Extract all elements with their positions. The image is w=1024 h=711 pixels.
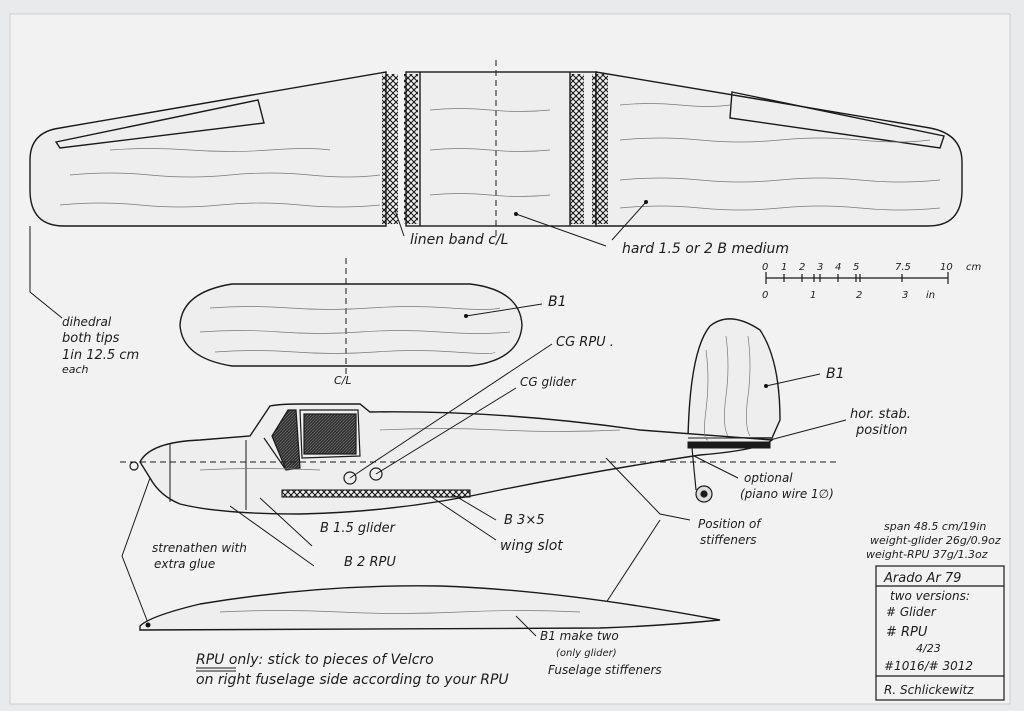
fin-b1-label: B1 — [826, 366, 845, 382]
svg-text:3: 3 — [902, 290, 908, 301]
cg-glider-mark-icon — [369, 467, 383, 481]
stabilizer-top-view — [179, 283, 523, 367]
optional-label: optional — [744, 471, 793, 485]
svg-text:7.5: 7.5 — [895, 262, 911, 273]
wing-grain — [59, 103, 941, 211]
svg-text:4: 4 — [835, 262, 841, 273]
fuselage-details — [120, 437, 840, 510]
rpu-note: RPU only: stick to pieces of Velcro — [196, 652, 434, 668]
dihedral-note: dihedral — [62, 315, 112, 329]
plan-date: 4/23 — [916, 642, 941, 655]
svg-text:5: 5 — [853, 262, 859, 273]
rpu-note-2: on right fuselage side according to your… — [196, 672, 509, 688]
cg-rpu-mark-icon — [343, 471, 357, 485]
fuselage-stiffener — [139, 585, 721, 631]
svg-text:0: 0 — [762, 262, 768, 273]
b2-rpu-label: B 2 RPU — [344, 555, 396, 570]
cg-rpu-label: CG RPU . — [556, 335, 614, 350]
scale-in-labels: 0 1 2 3 in — [762, 290, 935, 301]
scale-cm-labels: 0 1 2 3 4 5 7.5 10 cm — [762, 262, 981, 273]
span-spec: span 48.5 cm/19in — [884, 520, 986, 533]
dihedral-note-4: each — [62, 363, 89, 376]
svg-text:1: 1 — [781, 262, 787, 273]
svg-text:2: 2 — [799, 262, 805, 273]
wing-leaders — [29, 201, 647, 319]
hor-stab-position-label: position — [855, 423, 908, 438]
stab-b1-label: B1 — [548, 294, 567, 310]
side-leaders — [121, 343, 847, 629]
hor-stab-label: hor. stab. — [850, 407, 911, 422]
wing-slot-label: wing slot — [500, 538, 563, 554]
cg-glider-label: CG glider — [520, 375, 577, 389]
spinner-icon — [129, 461, 139, 471]
strengthen-label: strenathen with — [152, 541, 247, 555]
svg-text:cm: cm — [966, 262, 981, 273]
svg-text:in: in — [926, 290, 935, 301]
svg-text:0: 0 — [762, 290, 768, 301]
scale-bar — [765, 272, 949, 284]
version-rpu: # RPU — [886, 625, 928, 640]
linen-bands — [382, 74, 608, 224]
stiffeners-position-label: Position of — [698, 517, 762, 531]
weight-rpu-spec: weight-RPU 37g/1.3oz — [866, 548, 988, 561]
fuselage-stiffeners-label: Fuselage stiffeners — [548, 663, 662, 677]
linen-band-label: linen band c/L — [410, 232, 508, 248]
dihedral-note-3: 1in 12.5 cm — [62, 348, 139, 363]
version-glider: # Glider — [886, 605, 937, 619]
wing-slot — [281, 489, 471, 498]
model-name: Arado Ar 79 — [883, 571, 961, 586]
svg-text:2: 2 — [856, 290, 862, 301]
plan-number: #1016/# 3012 — [884, 659, 973, 673]
svg-text:3: 3 — [817, 262, 823, 273]
stab-cl-label: C/L — [334, 374, 352, 387]
extra-glue-label: extra glue — [154, 557, 215, 571]
svg-text:10: 10 — [940, 262, 953, 273]
title-block — [875, 565, 1005, 701]
dihedral-note-2: both tips — [62, 331, 120, 346]
canopy — [263, 409, 361, 471]
hard-balsa-label: hard 1.5 or 2 B medium — [622, 241, 789, 257]
only-glider-label: (only glider) — [556, 648, 617, 659]
piano-wire-label: (piano wire 1∅) — [740, 487, 834, 501]
tail-wheel-icon — [691, 447, 713, 503]
b15-glider-label: B 1.5 glider — [320, 521, 397, 536]
author-name: R. Schlickewitz — [884, 683, 974, 697]
b1-make-two-label: B1 make two — [540, 629, 619, 643]
versions-label: two versions: — [890, 589, 970, 603]
stiffeners-label: stiffeners — [700, 533, 757, 547]
weight-glider-spec: weight-glider 26g/0.9oz — [870, 534, 1001, 547]
svg-text:1: 1 — [810, 290, 816, 301]
b3x5-label: B 3×5 — [504, 513, 545, 528]
